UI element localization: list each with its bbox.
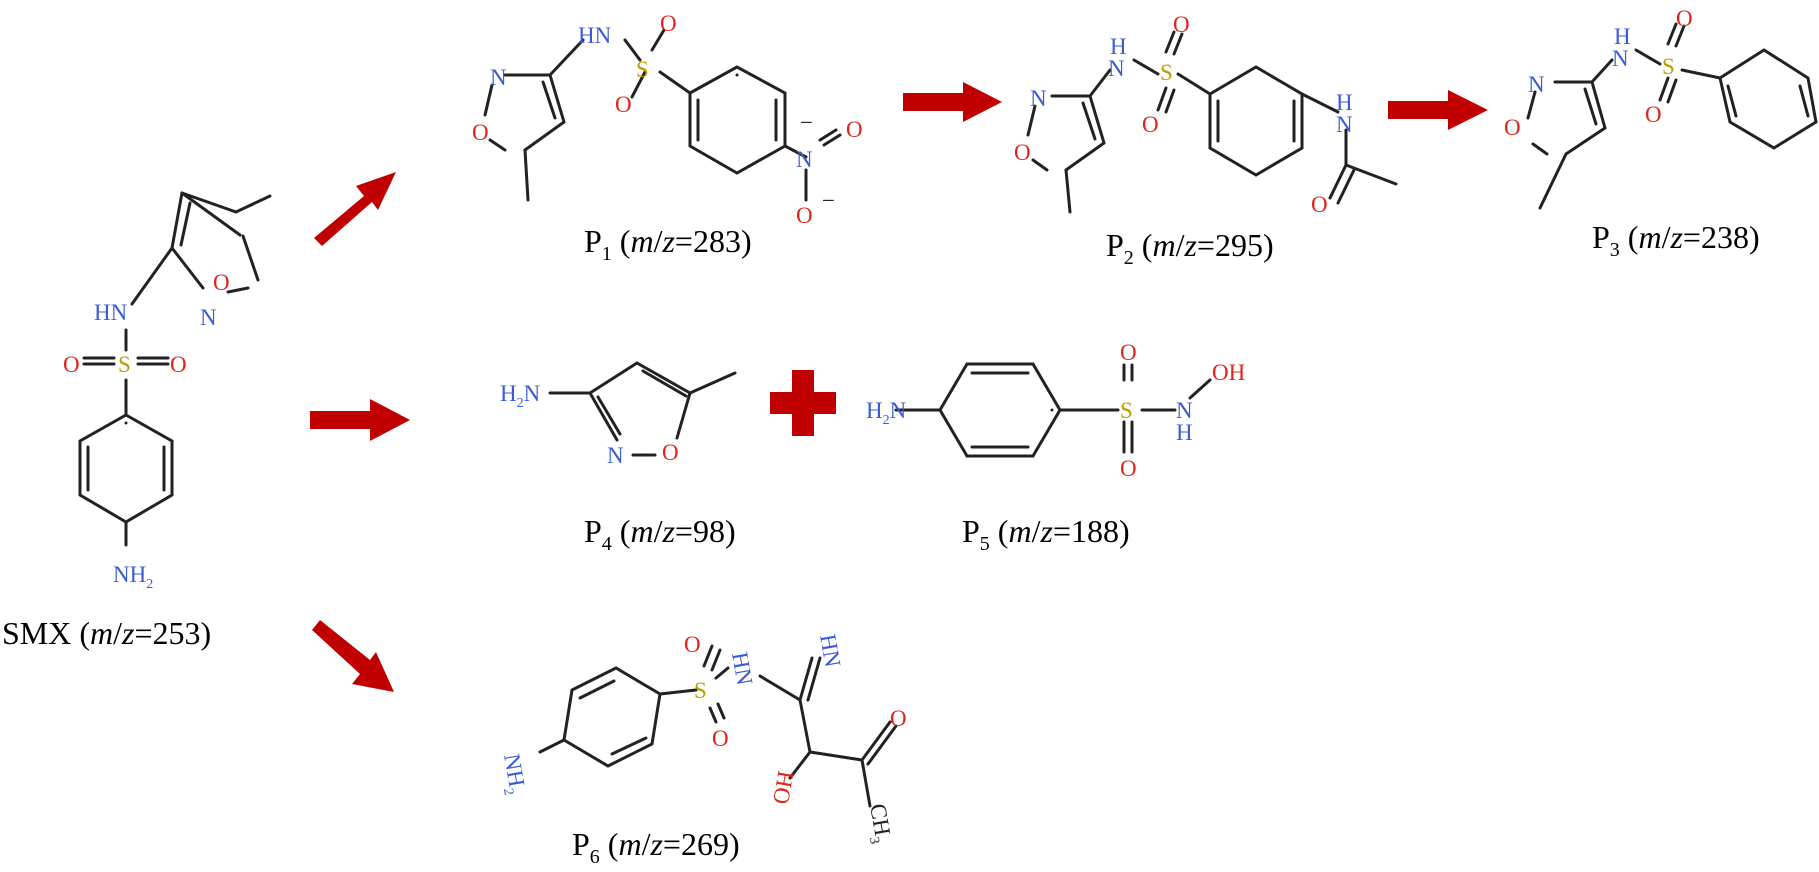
arrow-p2-to-p3: [1388, 90, 1488, 130]
atom-hn: HN: [94, 300, 128, 325]
atom-o: O: [1014, 140, 1031, 165]
atom-o: O: [712, 726, 729, 751]
atom-n: N: [1108, 56, 1125, 81]
p6-label: P6 (m/z=269): [572, 826, 740, 868]
atom-h: H: [1336, 90, 1353, 115]
atom-n: N: [607, 443, 624, 468]
charge-minus: −: [800, 110, 813, 135]
atom-o: O: [1311, 192, 1328, 217]
atom-o: O: [846, 117, 863, 142]
atom-s: S: [118, 352, 131, 377]
arrow-smx-to-p1: [314, 172, 396, 246]
p5-structure: H2N S O O N H OH: [866, 340, 1245, 481]
p3-structure: N O H N S O O: [1504, 6, 1818, 210]
arrow-smx-to-p4: [310, 399, 410, 441]
p2-structure: N O H N S O O H N O: [1014, 12, 1398, 217]
atom-o: O: [63, 352, 80, 377]
p2-label: P2 (m/z=295): [1106, 227, 1274, 269]
atom-o: O: [1120, 340, 1137, 365]
atom-nh2: NH2: [494, 752, 531, 797]
atom-o: O: [472, 120, 489, 145]
atom-n: N: [200, 305, 217, 330]
atom-o: O: [1120, 456, 1137, 481]
p3-label: P3 (m/z=238): [1592, 219, 1760, 261]
p4-structure: H2N N O: [500, 361, 737, 468]
atom-h2n: H2N: [500, 381, 541, 411]
atom-n: N: [1030, 86, 1047, 111]
atom-o: O: [1645, 102, 1662, 127]
arrow-smx-to-p6: [312, 620, 394, 692]
atom-o: O: [796, 203, 813, 228]
atom-o: O: [1676, 6, 1693, 31]
atom-s: S: [1662, 54, 1675, 79]
atom-n: N: [1612, 46, 1629, 71]
atom-hn: HN: [578, 23, 612, 48]
atom-h: H: [1110, 34, 1127, 59]
atom-o: O: [1142, 112, 1159, 137]
atom-h2n: H2N: [866, 398, 907, 428]
atom-n: N: [796, 147, 813, 172]
p5-label: P5 (m/z=188): [962, 513, 1130, 555]
atom-s: S: [694, 678, 707, 703]
atom-oh: OH: [1212, 360, 1245, 385]
p6-structure: NH2 S O O HN HN O OH CH3: [494, 632, 907, 846]
p1-structure: N O HN S O O N O O − −: [472, 11, 863, 228]
atom-ch3: CH3: [860, 802, 896, 846]
atom-o: O: [1173, 12, 1190, 37]
atom-n: N: [1176, 398, 1193, 423]
atom-o: O: [1504, 115, 1521, 140]
atom-oh: OH: [768, 769, 798, 806]
atom-o: O: [660, 11, 677, 36]
arrow-p1-to-p2: [903, 82, 1002, 122]
atom-o: O: [662, 440, 679, 465]
atom-o: O: [170, 352, 187, 377]
atom-h: H: [1614, 24, 1631, 49]
atom-n: N: [1528, 72, 1545, 97]
p4-label: P4 (m/z=98): [584, 513, 736, 555]
atom-nh2: NH2: [113, 562, 153, 592]
atom-o: O: [213, 270, 230, 295]
atom-h: H: [1176, 420, 1193, 445]
p1-label: P1 (m/z=283): [584, 223, 752, 265]
charge-minus: −: [822, 188, 835, 213]
atom-s: S: [1160, 60, 1173, 85]
atom-o: O: [615, 92, 632, 117]
atom-n: N: [490, 65, 507, 90]
atom-s: S: [636, 57, 649, 82]
atom-o: O: [890, 706, 907, 731]
atom-o: O: [684, 632, 701, 657]
atom-s: S: [1120, 398, 1133, 423]
atom-n: N: [1336, 112, 1353, 137]
atom-hn: HN: [815, 632, 845, 669]
atom-hn: HN: [727, 650, 757, 687]
smx-label: SMX (m/z=253): [2, 615, 211, 651]
plus-sign: [770, 370, 836, 436]
smx-structure: O N HN S O O NH2: [63, 191, 272, 592]
